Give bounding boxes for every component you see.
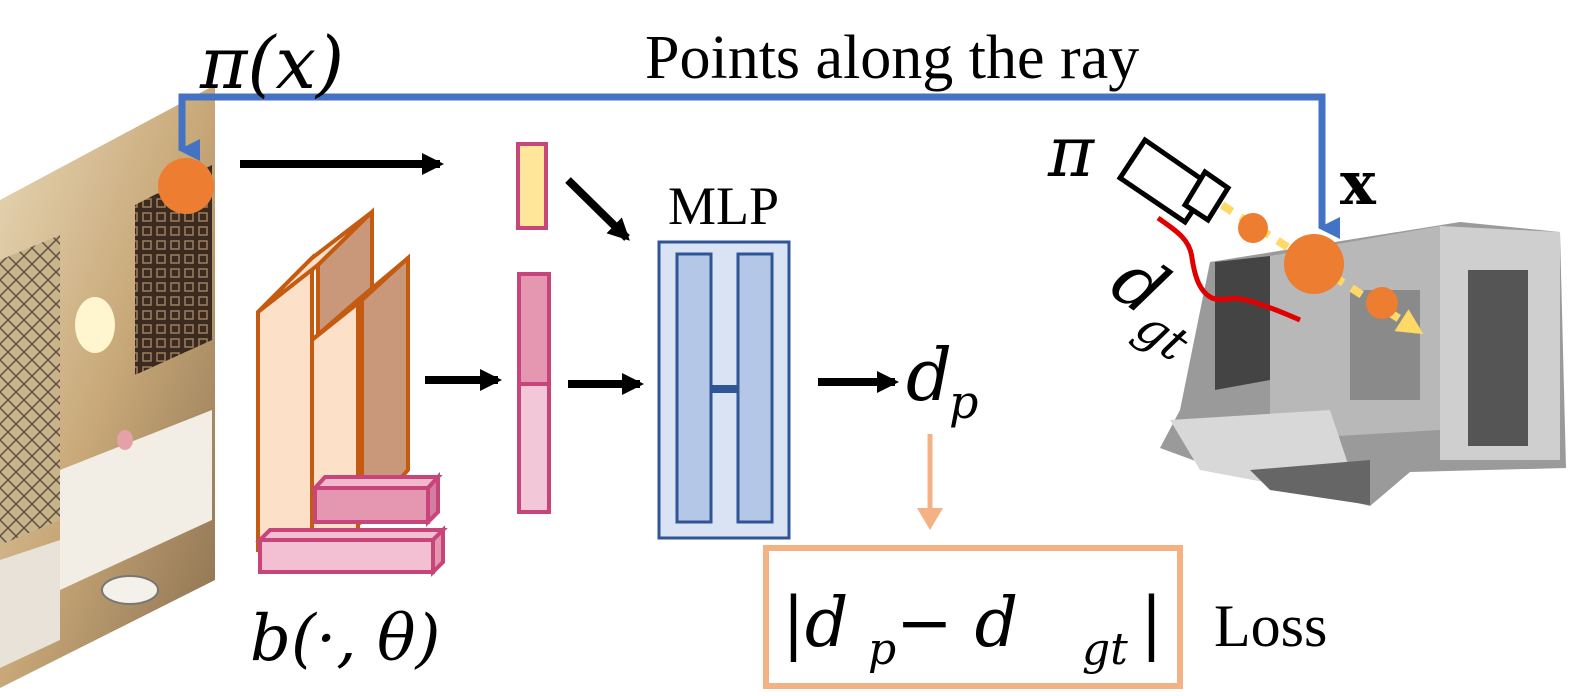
label-rays-title: Points along the ray <box>645 24 1139 92</box>
label-mlp: MLP <box>668 176 779 236</box>
camera-icon <box>1116 136 1232 226</box>
svg-text:|d: |d <box>782 584 848 663</box>
arrow-posfeature-to-mlp <box>565 177 630 241</box>
positional-feature <box>516 142 548 230</box>
point-cloud <box>1160 222 1566 506</box>
svg-text:|: | <box>1140 584 1163 663</box>
loss-box <box>763 545 1183 689</box>
svg-text:− d: − d <box>896 584 1018 663</box>
label-backbone: b(·, θ) <box>250 602 440 676</box>
label-x-point: x <box>1340 149 1377 219</box>
label-pi-camera: π <box>1047 111 1096 193</box>
label-pi-x: π(x) <box>199 21 344 105</box>
ray-connector <box>178 93 1340 239</box>
arrow-dp-to-loss <box>917 434 943 530</box>
svg-text:p: p <box>868 624 896 675</box>
predicted-depth: d p <box>906 333 978 429</box>
ray-point-x <box>1284 234 1344 294</box>
svg-text:d: d <box>906 333 952 417</box>
ray-sample-point-1 <box>1238 213 1268 243</box>
label-loss: Loss <box>1214 593 1327 659</box>
image-feature <box>517 272 551 514</box>
ground-truth-depth-brace <box>1156 215 1301 323</box>
svg-text:gt: gt <box>1082 624 1128 675</box>
input-image <box>0 85 215 688</box>
backbone-network <box>255 207 448 577</box>
svg-text:p: p <box>949 375 978 429</box>
ray-sample-point-2 <box>1366 287 1398 319</box>
loss-formula: |d p − d gt | <box>782 584 1163 675</box>
pixel-point <box>158 158 214 214</box>
mlp-block <box>657 240 791 540</box>
